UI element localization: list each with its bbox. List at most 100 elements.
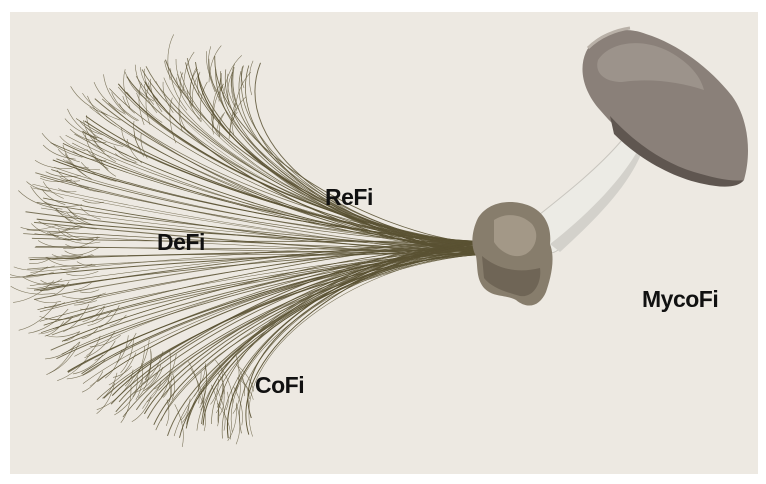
mycelium-branch xyxy=(134,64,155,105)
mycelium-branch xyxy=(72,354,104,375)
mycelium-branch xyxy=(26,181,52,192)
mycelium-branch xyxy=(225,391,229,411)
mycelium-branch xyxy=(52,316,74,329)
mycelium-branch xyxy=(57,229,82,242)
mycelium-branch xyxy=(62,144,87,177)
mycelium-branch xyxy=(64,216,97,230)
mycelium-branch xyxy=(112,365,132,378)
mycelium-branch xyxy=(10,271,55,278)
mycelium-branch xyxy=(193,371,202,397)
mycelium-branch xyxy=(154,371,172,390)
mycelium-branch xyxy=(169,97,177,144)
mycelium-branch xyxy=(146,380,162,403)
label-mycofi: MycoFi xyxy=(642,286,719,312)
mycelium-branch xyxy=(212,83,221,129)
mycelium-branch xyxy=(228,111,238,139)
mycelium-strand xyxy=(186,254,481,425)
mycelium-branch xyxy=(238,374,250,400)
mycelium-branch xyxy=(227,402,237,441)
mycelium-branch xyxy=(56,169,89,189)
mycelium-branch xyxy=(49,341,81,374)
mycelium-strand xyxy=(122,250,481,418)
mycelium-branch xyxy=(64,331,81,342)
mycelium-branch xyxy=(48,232,70,241)
mycelium-strand xyxy=(51,169,481,243)
mushroom-base-shadow xyxy=(482,256,541,297)
mycelium-branch xyxy=(215,359,234,404)
mycelium-branch xyxy=(66,359,106,380)
mycelium-branch xyxy=(46,345,75,375)
mushroom-icon xyxy=(472,26,748,306)
mycelium-branch xyxy=(135,363,143,400)
mycelium-branch xyxy=(230,63,236,109)
mycelium-branch xyxy=(200,365,208,405)
mycelium-branch xyxy=(38,317,72,335)
mycelium-branch xyxy=(76,261,96,267)
mycelium-branch xyxy=(96,382,115,414)
mycelium-branch xyxy=(145,366,164,391)
mycelium-branch xyxy=(102,372,118,399)
mycelium-branch xyxy=(114,153,138,164)
mycelium-branch xyxy=(217,112,226,129)
mycelium-branch xyxy=(138,82,145,126)
mycelium-branch xyxy=(232,381,241,414)
mycelium-branch xyxy=(34,160,73,169)
mycelium-strand xyxy=(115,245,481,413)
mycelium-branch xyxy=(120,338,134,374)
mycelium-branch xyxy=(80,206,101,220)
mycelium-branch xyxy=(144,84,158,113)
mycelium-branch xyxy=(121,127,129,147)
mycelium-branch xyxy=(183,51,195,92)
mycelium-branch xyxy=(167,34,174,81)
mycelium-branch xyxy=(89,335,121,347)
mushroom-base-highlight xyxy=(494,215,537,257)
mycelium-branch xyxy=(82,306,105,322)
mycelium-branch xyxy=(178,89,183,132)
mycelium-branch xyxy=(238,366,254,392)
mycelium-branch xyxy=(55,208,74,222)
mycelium-branch xyxy=(81,328,98,340)
mycelium-strand xyxy=(29,243,481,286)
mycelium-branch xyxy=(235,363,245,397)
mycelium-branch xyxy=(158,354,177,391)
mycelium-branch xyxy=(141,351,164,385)
mycelium-branch xyxy=(219,390,225,416)
mycelium-branch xyxy=(73,282,92,290)
mycelium-branch xyxy=(41,188,66,205)
mycelium-branch xyxy=(45,341,80,360)
mycelium-branch xyxy=(235,354,240,392)
mycelium-strand xyxy=(31,237,481,242)
mycelium-branch xyxy=(39,315,80,320)
mycelium-branch xyxy=(114,332,137,357)
mushroom-stem-shadow xyxy=(550,150,642,252)
mycelium-branch xyxy=(66,271,99,276)
mycelium-branch xyxy=(45,171,81,178)
mycelium-branch xyxy=(22,276,65,286)
mycelium-branch xyxy=(217,372,225,395)
mycelium-strand xyxy=(177,74,481,243)
mycelium-strand xyxy=(196,242,481,431)
mycelium-branch xyxy=(67,108,98,139)
mycelium-branch xyxy=(179,72,184,95)
mycelium-branch xyxy=(109,314,127,326)
mycelium-branch xyxy=(55,209,77,217)
mycelium-branch xyxy=(140,133,148,159)
mycelium-branch xyxy=(35,284,64,291)
mycelium-branch xyxy=(137,363,151,398)
mycelium-branch xyxy=(34,299,62,304)
mycelium-branch xyxy=(60,267,80,271)
mycelium-branch xyxy=(175,58,193,103)
mycelium-branch xyxy=(180,398,191,421)
mycelium-branch xyxy=(227,71,234,106)
mycelium-branch xyxy=(176,77,201,120)
mycelium-branch xyxy=(132,374,138,398)
mycelium-branch xyxy=(39,177,72,182)
mycelium-strand xyxy=(226,243,481,439)
mycelium-network-icon xyxy=(10,34,481,447)
mycelium-strand xyxy=(185,250,481,429)
mycelium-branch xyxy=(87,310,113,326)
mycelium-branch xyxy=(188,361,200,404)
mycelium-branch xyxy=(40,279,60,285)
mycelium-branch xyxy=(210,378,219,405)
